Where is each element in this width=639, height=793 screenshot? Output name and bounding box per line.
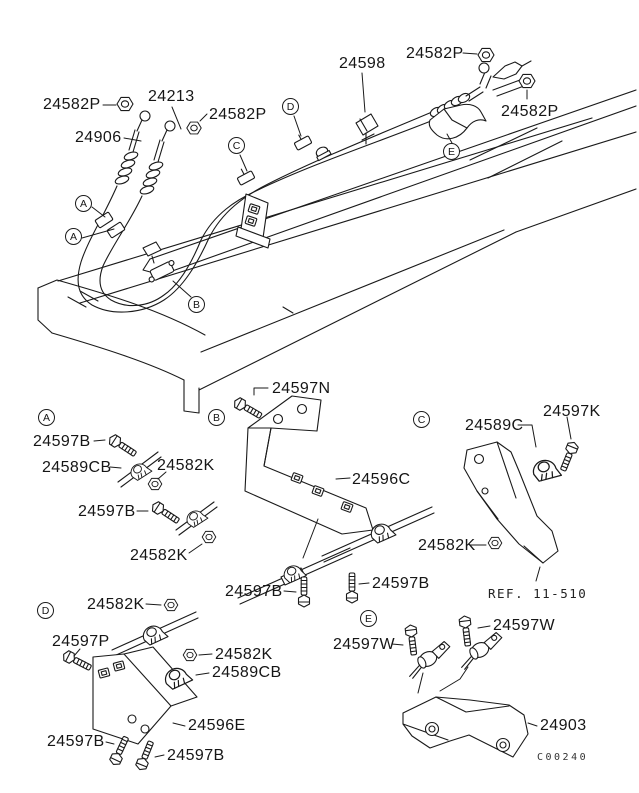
part-label-24597w: 24597W — [493, 617, 555, 634]
section-d-art — [60, 598, 213, 773]
callout-e: E — [443, 143, 460, 160]
part-label-24597w: 24597W — [333, 636, 395, 653]
section-c-callout: C — [413, 411, 430, 428]
part-label-24582p-top-right: 24582P — [406, 45, 464, 62]
part-label-24597b: 24597B — [47, 733, 105, 750]
part-label-24597k: 24597K — [543, 403, 601, 420]
bolt-icon — [106, 432, 139, 460]
part-label-24589c: 24589C — [465, 417, 524, 434]
part-label-24598: 24598 — [339, 55, 386, 72]
part-label-24597b: 24597B — [33, 433, 91, 450]
reference-note: REF. 11-510 — [488, 586, 588, 601]
callout-a-1: A — [75, 195, 92, 212]
part-label-24906: 24906 — [75, 129, 122, 146]
part-label-24582p-mid: 24582P — [209, 106, 267, 123]
clip-art — [94, 103, 487, 283]
part-label-24596c: 24596C — [352, 471, 411, 488]
callout-d: D — [282, 98, 299, 115]
part-label-24596e: 24596E — [188, 717, 246, 734]
part-label-24582k: 24582K — [215, 646, 273, 663]
part-label-24582k: 24582K — [418, 537, 476, 554]
callout-b: B — [188, 296, 205, 313]
part-label-24213: 24213 — [148, 88, 195, 105]
bolt-icon — [231, 395, 265, 422]
nut-icon — [201, 530, 217, 544]
callout-a-2: A — [65, 228, 82, 245]
cable-art — [77, 60, 532, 313]
nut-icon — [163, 598, 179, 612]
bolt-icon — [557, 439, 580, 473]
section-e-art — [391, 614, 538, 758]
part-label-24597b: 24597B — [372, 575, 430, 592]
part-label-24582k: 24582K — [87, 596, 145, 613]
part-label-24597b: 24597B — [78, 503, 136, 520]
part-label-24582k: 24582K — [157, 457, 215, 474]
bolt-icon — [297, 576, 311, 608]
drawing-code: C00240 — [537, 752, 589, 763]
nut-icon — [487, 536, 503, 550]
bolt-icon — [107, 734, 132, 768]
part-label-24589cb: 24589CB — [42, 459, 112, 476]
section-b-art — [231, 387, 435, 608]
nut-icon — [182, 648, 198, 662]
section-c-art — [463, 416, 580, 582]
part-label-24582p-top-left: 24582P — [43, 96, 101, 113]
part-label-24589cb: 24589CB — [212, 664, 282, 681]
part-label-24597p: 24597P — [52, 633, 110, 650]
part-label-24903: 24903 — [540, 717, 587, 734]
section-b-callout: B — [208, 409, 225, 426]
main-leader-lines — [81, 52, 528, 298]
section-d-callout: D — [37, 602, 54, 619]
nut-icon — [147, 477, 163, 491]
part-label-24597b: 24597B — [225, 583, 283, 600]
bolt-icon — [458, 614, 474, 648]
part-label-24597b: 24597B — [167, 747, 225, 764]
callout-c: C — [228, 137, 245, 154]
part-label-24582k: 24582K — [130, 547, 188, 564]
section-e-callout: E — [360, 610, 377, 627]
clamp-icon — [530, 456, 563, 483]
part-label-24597n: 24597N — [272, 380, 331, 397]
cable-end-clamp-icon — [453, 630, 508, 671]
part-label-24582p-right: 24582P — [501, 103, 559, 120]
clamp-icon — [127, 458, 153, 483]
bolt-icon — [345, 572, 359, 604]
bolt-icon — [404, 623, 420, 657]
section-a-art — [93, 432, 218, 554]
section-a-callout: A — [38, 409, 55, 426]
bolt-icon — [149, 499, 182, 527]
